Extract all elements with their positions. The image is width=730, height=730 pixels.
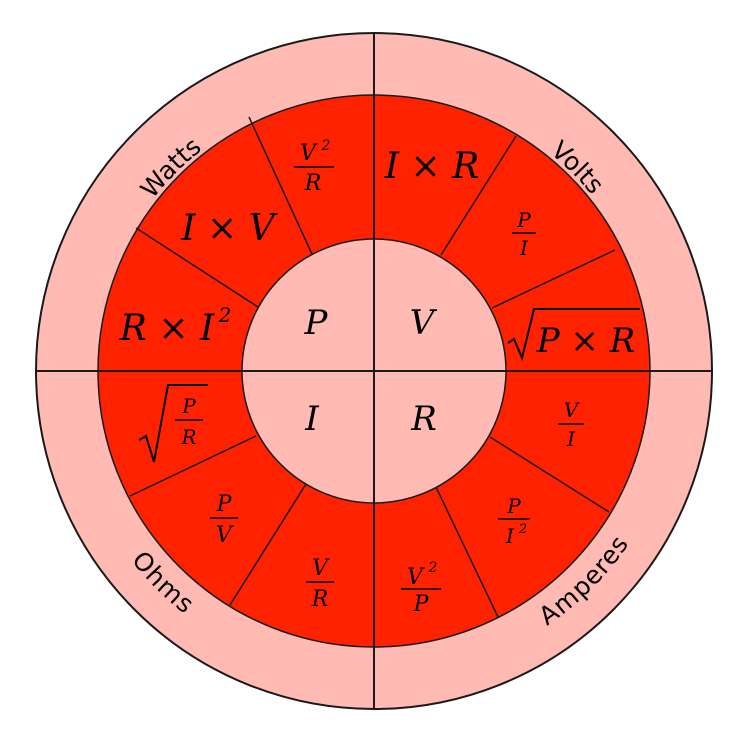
quantity-voltage: V [410,303,438,343]
fraction-denominator: I [519,236,529,260]
fraction-denominator: I [566,427,576,451]
formula-p-v2-over-r: V 2 R [294,138,334,196]
fraction-numerator: P [516,208,531,232]
fraction-numerator: P [216,492,233,517]
fraction-denominator: V [216,523,234,548]
fraction-numerator: V [564,398,581,422]
formula-r-v-over-i: V I [558,398,584,451]
fraction-denominator: R [180,425,196,449]
fraction-denominator: P [413,592,430,617]
formula-i-v-over-r: V R [306,556,334,612]
formula-text: R × I [119,308,215,349]
quantity-power: P [304,303,329,343]
formula-v-i-times-r: I × R [384,146,479,187]
fraction-denominator: I [505,524,515,548]
quantity-resistance: R [410,399,437,439]
radical-sign [138,384,208,463]
exponent: 2 [518,522,527,537]
formula-i-sqrt-p-over-r: P R [138,384,208,463]
exponent: 2 [428,560,438,576]
fraction-denominator: R [304,171,322,196]
formula-v-sqrt-p-times-r: P × R [507,308,640,362]
radical-sign [507,308,640,362]
formula-v-p-over-i: P I [512,208,536,260]
radicand: P × R [536,321,636,361]
fraction-numerator: P [181,394,196,418]
fraction-numerator: P [506,494,521,518]
fraction-numerator: V [407,565,425,590]
formula-r-v2-over-p: V 2 P [401,560,441,617]
fraction-denominator: R [311,587,329,612]
quantity-current: I [304,399,319,439]
exponent: 2 [218,303,232,327]
formula-i-p-over-v: P V [210,492,238,548]
sector-dividers [129,116,616,618]
fraction-numerator: V [312,556,330,581]
fraction-numerator: V [300,141,318,166]
formula-r-p-over-i-squared: P I 2 [498,494,530,548]
exponent: 2 [321,138,331,154]
formula-p-r-times-i-squared: R × I 2 [119,303,232,349]
formula-p-i-times-v: I × V [180,208,278,249]
